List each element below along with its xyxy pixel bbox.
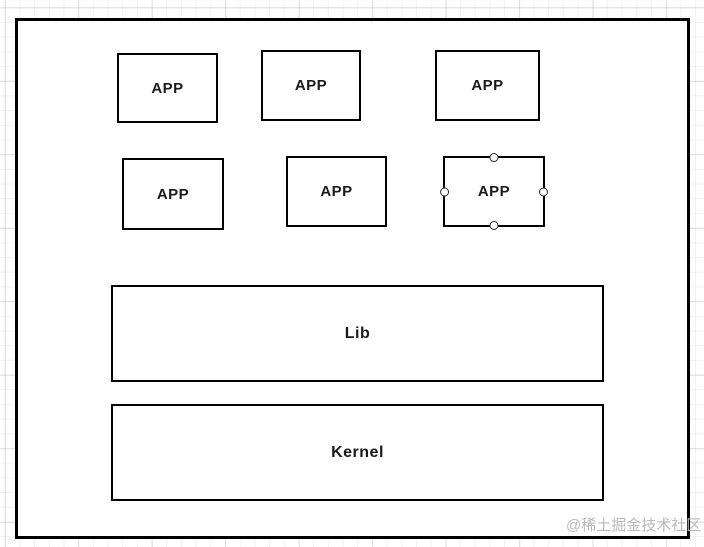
node-app-2[interactable]: APP xyxy=(261,50,361,121)
node-label: APP xyxy=(151,79,184,97)
node-lib[interactable]: Lib xyxy=(111,285,604,382)
node-label: APP xyxy=(471,77,504,94)
node-kernel[interactable]: Kernel xyxy=(111,404,604,501)
node-app-1[interactable]: APP xyxy=(117,53,218,123)
node-app-4[interactable]: APP xyxy=(122,158,224,230)
node-label: APP xyxy=(156,185,190,203)
node-label: Kernel xyxy=(331,443,384,461)
connection-handle-right-icon[interactable] xyxy=(538,187,548,196)
node-label: APP xyxy=(477,183,511,200)
connection-handle-left-icon[interactable] xyxy=(440,187,450,196)
node-label: APP xyxy=(294,77,328,94)
connection-handle-top-icon[interactable] xyxy=(489,153,499,163)
node-app-3[interactable]: APP xyxy=(435,50,540,121)
connection-handle-bottom-icon[interactable] xyxy=(489,220,499,230)
node-label: APP xyxy=(320,183,353,200)
node-app-6-selected[interactable]: APP xyxy=(440,153,548,230)
node-app-5[interactable]: APP xyxy=(286,156,387,227)
watermark: @稀土掘金技术社区 xyxy=(566,517,702,534)
node-label: Lib xyxy=(344,324,371,342)
